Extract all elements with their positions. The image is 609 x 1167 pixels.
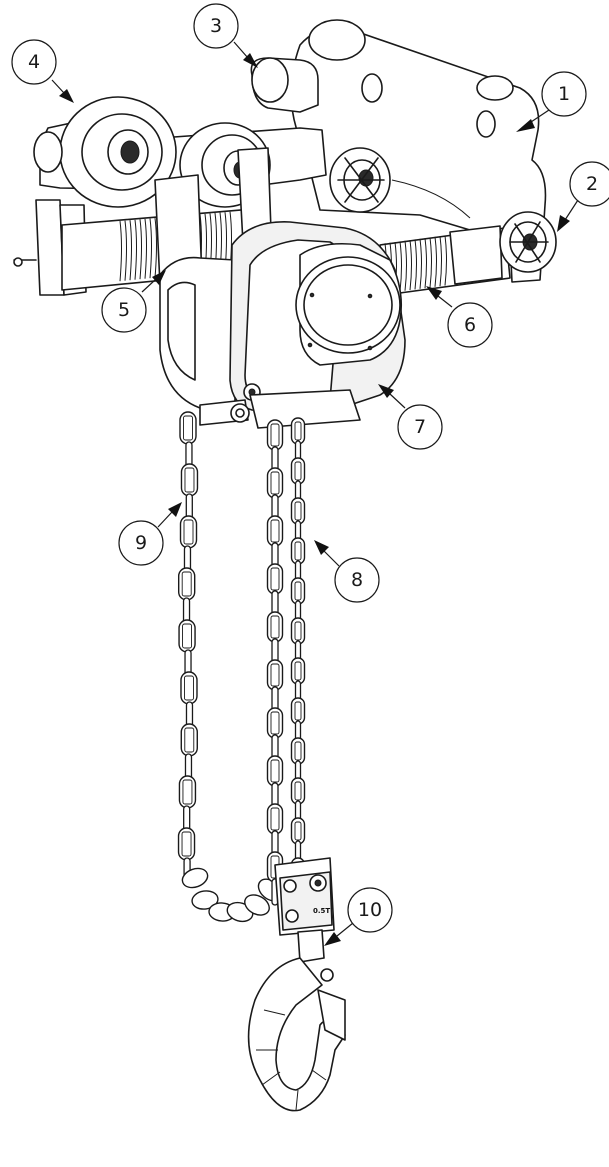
top-stud [250, 57, 319, 113]
trolley-wheel-left [33, 96, 177, 208]
callout-1: 1 [541, 71, 587, 117]
chains [177, 411, 306, 923]
hand-chain-link [180, 723, 198, 757]
trolley-side-plate [290, 19, 547, 283]
callout-2: 2 [569, 161, 609, 207]
hand-chain-link [266, 419, 284, 451]
hand-chain-link [180, 671, 198, 705]
hoist-body [159, 221, 406, 429]
callout-10-label: 10 [358, 899, 382, 921]
hand-chain-link [178, 619, 196, 653]
capacity-stamp: 0.5T [313, 907, 330, 915]
callout-7-label: 7 [414, 416, 426, 438]
callout-1-label: 1 [558, 83, 570, 105]
callout-6-label: 6 [464, 314, 476, 336]
callout-5: 5 [101, 287, 147, 333]
callout-4-label: 4 [28, 51, 40, 73]
hand-chain-link [177, 827, 196, 861]
hand-chain-link [179, 411, 197, 445]
hand-chain-link [266, 803, 284, 835]
hand-chain-link [191, 890, 219, 910]
knurled-nut-center [329, 147, 471, 219]
hand-chain-link [266, 707, 284, 739]
callout-10: 10 [347, 887, 393, 933]
hand-chain-link [177, 567, 196, 601]
callout-3: 3 [193, 3, 239, 49]
callout-8-label: 8 [351, 569, 363, 591]
hand-chain-link [180, 463, 199, 497]
callout-leaders [51, 41, 579, 946]
callout-9-label: 9 [135, 532, 147, 554]
hand-chain-link [244, 894, 270, 916]
hand-chain-link [266, 467, 284, 499]
callout-7: 7 [397, 404, 443, 450]
hand-chain-link [266, 563, 284, 595]
callout-8: 8 [334, 557, 380, 603]
hand-chain-link [181, 867, 209, 889]
knurled-nut-right [499, 211, 557, 273]
callout-9: 9 [118, 520, 164, 566]
hand-chain-link [179, 515, 198, 549]
chain-guide-pin [199, 399, 250, 426]
hand-chain-link [266, 611, 284, 643]
hand-chain-link [178, 775, 197, 809]
load-hook [247, 929, 346, 1112]
callout-6: 6 [447, 302, 493, 348]
callout-2-label: 2 [586, 173, 598, 195]
hand-chain-link [266, 755, 284, 787]
hand-chain-link [266, 659, 284, 691]
callout-3-label: 3 [210, 15, 222, 37]
threaded-shaft-right [379, 225, 511, 296]
hook-block: 0.5T [274, 857, 335, 936]
hand-chain-link [266, 515, 284, 547]
callout-5-label: 5 [118, 299, 130, 321]
callout-4: 4 [11, 39, 57, 85]
